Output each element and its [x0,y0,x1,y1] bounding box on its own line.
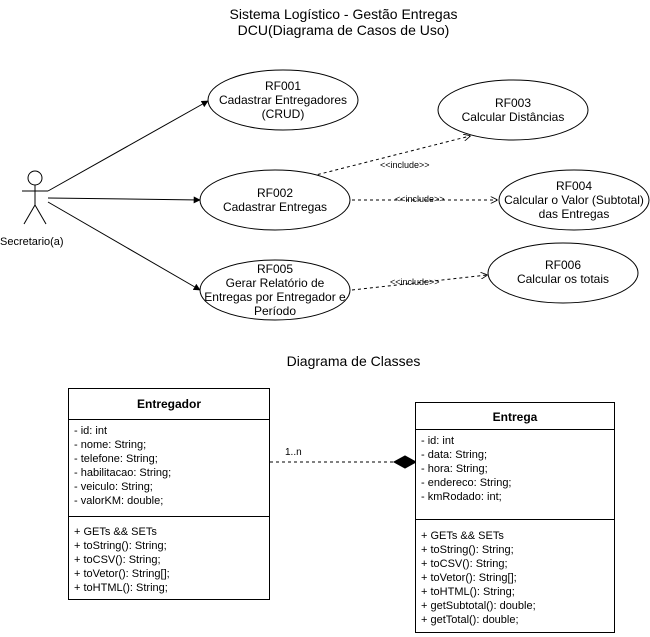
class-entregador-attributes: - id: int - nome: String; - telefone: St… [69,419,269,516]
method: + toHTML(): String; [74,582,168,594]
assoc-actor-rf002 [47,196,201,204]
diagram-title: Sistema Logístico - Gestão Entregas [229,6,458,22]
use-case-rf005-shape [199,259,351,321]
use-case-rf001: RF001 Cadastrar Entregadores (CRUD) [208,79,358,121]
method: + GETs && SETs [74,526,157,538]
composition-diamond [392,455,418,469]
method: + toCSV(): String; [421,558,508,570]
include-label-rf004: <<include>> [395,194,445,204]
include-label-rf006: <<include>> [390,277,440,287]
class-entrega-name: Entrega [492,410,538,424]
use-case-rf004-shape [498,169,650,231]
attribute: - endereco: String; [421,477,512,489]
attribute: - nome: String; [74,439,147,451]
include-label-rf003: <<include>> [380,160,430,170]
attribute: - data: String; [421,449,488,461]
use-case-rf004-name: Calcular o Valor (Subtotal) [504,193,644,207]
class-entrega-methods: + GETs && SETs + toString(): String; + t… [416,519,614,627]
use-case-rf001-id: RF001 [264,79,302,93]
class-entrega: Entrega - id: int - data: String; - hora… [415,402,615,633]
use-case-rf004-detail: das Entregas [538,207,610,221]
attribute: - telefone: String; [74,453,158,465]
attribute: - valorKM: double; [74,495,164,507]
use-case-rf003-shape [437,79,589,141]
use-case-rf003: RF003 Calcular Distâncias [438,96,588,124]
attribute: - id: int [421,435,455,447]
use-case-rf006-id: RF006 [544,258,582,272]
use-case-rf002: RF002 Cadastrar Entregas [200,186,350,214]
use-case-rf001-detail: (CRUD) [261,107,305,121]
method: + toVetor(): String[]; [421,572,517,584]
include-rf005-rf006 [351,275,487,291]
diagram-subtitle: DCU(Diagrama de Casos de Uso) [237,22,450,38]
use-case-rf006: RF006 Calcular os totais [488,258,638,286]
method: + getSubtotal(): double; [421,600,536,612]
method: + GETs && SETs [421,530,504,542]
use-case-rf002-name: Cadastrar Entregas [222,200,328,214]
attribute: - habilitacao: String; [74,467,172,479]
assoc-actor-rf001 [47,100,209,192]
use-case-rf004-id: RF004 [555,179,593,193]
class-entrega-attributes: - id: int - data: String; - hora: String… [416,429,614,519]
use-case-rf006-name: Calcular os totais [516,272,610,286]
attribute: - veiculo: String; [74,481,153,493]
class-entregador-methods: + GETs && SETs + toString(): String; + t… [69,516,269,595]
assoc-actor-rf005 [47,201,201,291]
use-case-rf005-detail: Entregas por Entregador e [204,290,346,304]
use-case-rf003-name: Calcular Distâncias [461,110,565,124]
class-entregador: Entregador - id: int - nome: String; - t… [68,388,270,600]
multiplicity-label: 1..n [285,447,302,458]
use-case-rf005: RF005 Gerar Relatório de Entregas por En… [200,262,350,318]
use-case-rf005-detail-2: Período [253,304,297,318]
method: + toVetor(): String[]; [74,568,170,580]
use-case-rf001-shape [207,69,359,131]
class-entregador-name: Entregador [136,397,201,411]
use-case-rf002-shape [199,169,351,231]
method: + toString(): String; [74,540,167,552]
use-case-rf003-id: RF003 [494,96,532,110]
use-case-rf005-name: Gerar Relatório de [225,276,325,290]
use-case-rf001-name: Cadastrar Entregadores [218,93,348,107]
attribute: - kmRodado: int; [421,491,502,503]
method: + toString(): String; [421,544,514,556]
use-case-rf002-id: RF002 [256,186,294,200]
actor-label: Secretario(a) [0,236,64,248]
attribute: - hora: String; [421,463,488,475]
class-diagram-title: Diagrama de Classes [286,353,421,369]
include-rf002-rf003 [311,136,470,177]
method: + toHTML(): String; [421,586,515,598]
attribute: - id: int [74,425,108,437]
use-case-rf004: RF004 Calcular o Valor (Subtotal) das En… [499,179,649,221]
use-case-rf005-id: RF005 [256,262,294,276]
use-case-rf006-shape [487,242,639,304]
method: + toCSV(): String; [74,554,161,566]
method: + getTotal(): double; [421,614,519,626]
actor-figure [22,170,48,225]
